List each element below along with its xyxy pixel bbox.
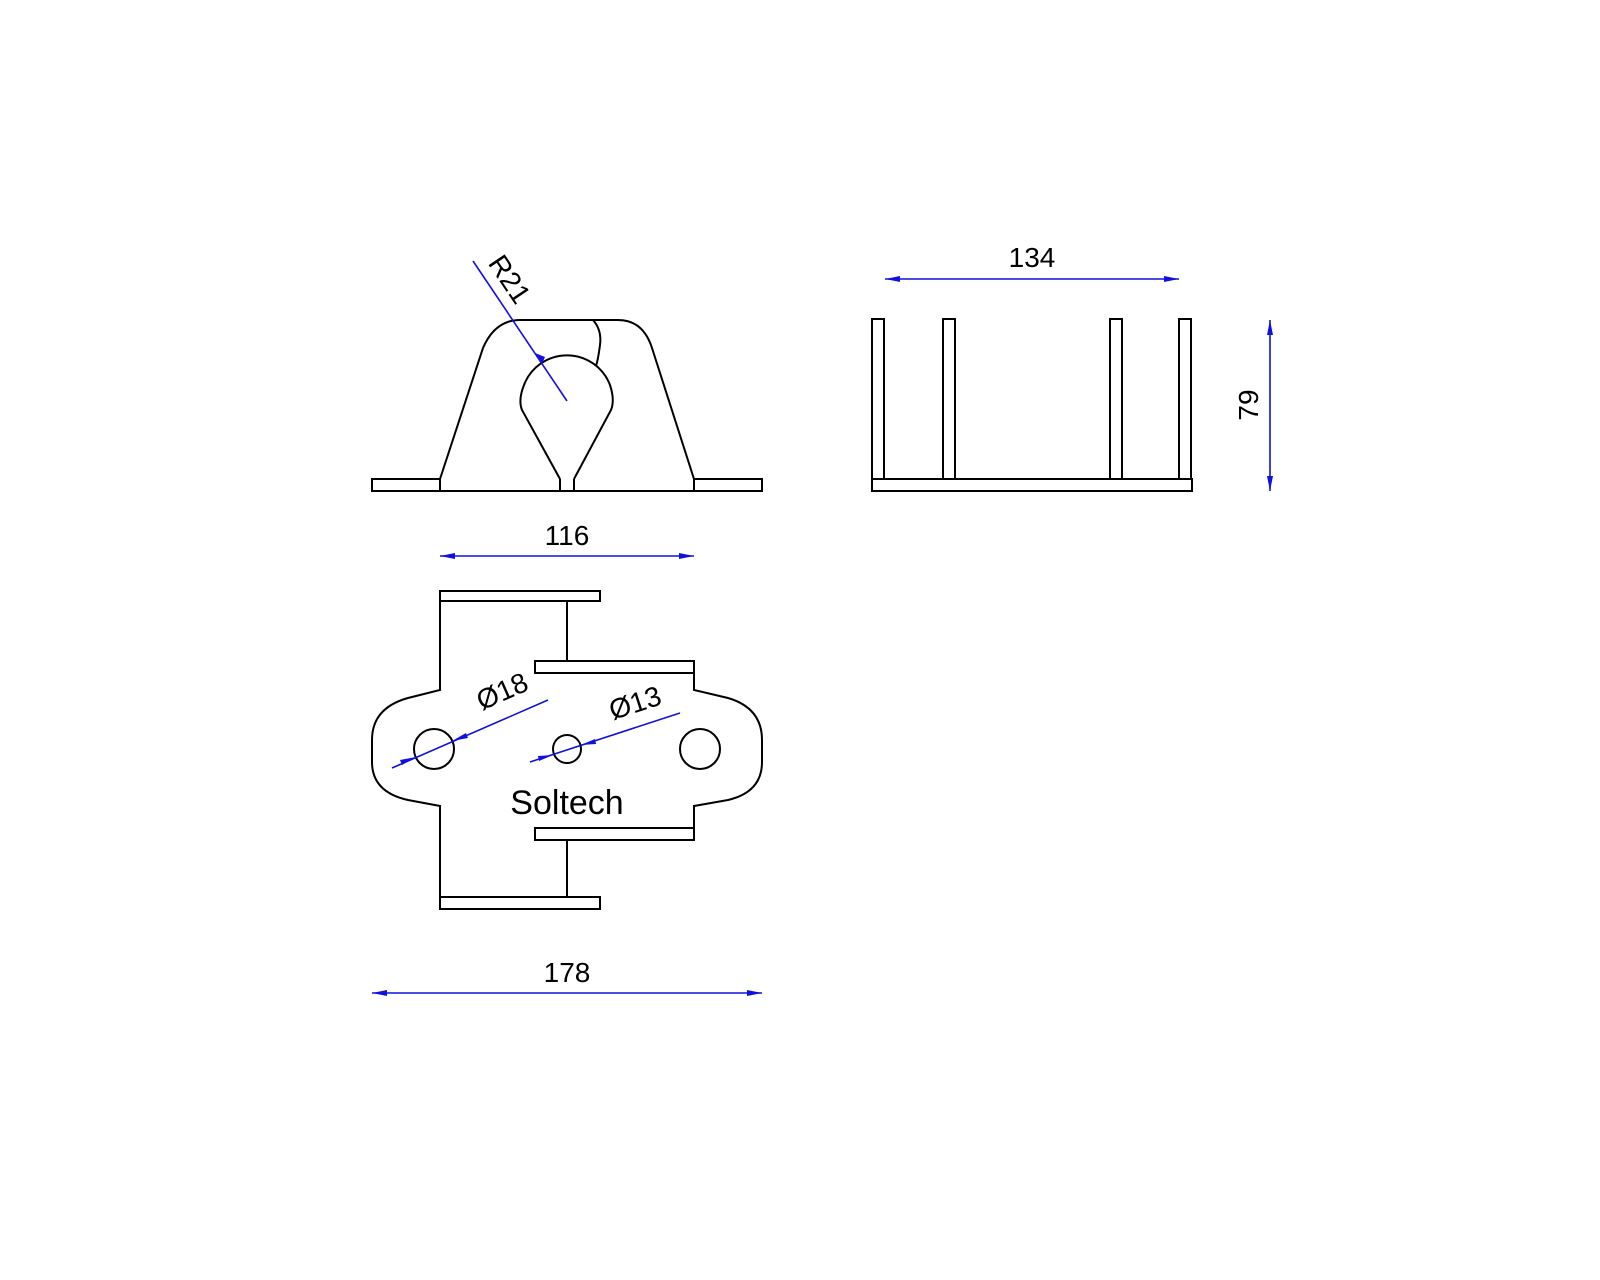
top-flange bbox=[439, 590, 601, 602]
dimension-arrow bbox=[581, 739, 596, 745]
top-inner-flange bbox=[534, 660, 695, 674]
front-view-outline bbox=[371, 319, 763, 492]
height-79-label: 79 bbox=[1233, 389, 1264, 420]
bottom-inner-flange bbox=[534, 827, 695, 841]
dimension-arrow bbox=[452, 733, 468, 741]
dimension-arrow bbox=[1164, 276, 1179, 282]
dimension-arrow bbox=[679, 553, 694, 559]
front-view: R21 116 bbox=[371, 249, 763, 559]
dimension-arrow bbox=[747, 990, 762, 996]
dimension-arrow bbox=[440, 553, 455, 559]
width-134-label: 134 bbox=[1009, 242, 1056, 273]
side-view-base bbox=[871, 478, 1193, 492]
side-view-fin bbox=[871, 318, 885, 480]
hole-large-right bbox=[679, 728, 721, 770]
top-view: Ø18 Ø13 Soltech 178 bbox=[371, 590, 763, 996]
front-view-teardrop bbox=[519, 354, 614, 491]
side-view: 134 79 bbox=[871, 242, 1273, 492]
hole-18-label: Ø18 bbox=[472, 666, 533, 716]
hole-large-left bbox=[413, 728, 455, 770]
width-178-label: 178 bbox=[544, 957, 591, 988]
dimension-arrow bbox=[400, 757, 416, 765]
side-view-fin bbox=[942, 318, 956, 480]
dimension-arrow bbox=[1267, 476, 1273, 491]
hole-13-dimension-line bbox=[529, 712, 681, 763]
hole-small-center bbox=[552, 734, 582, 764]
hole-13-label: Ø13 bbox=[605, 680, 665, 726]
dimension-arrow bbox=[372, 990, 387, 996]
hole-18-dimension-line bbox=[391, 699, 549, 769]
radius-arrow bbox=[535, 353, 545, 364]
front-view-inner-curve bbox=[592, 319, 602, 367]
dimension-arrow bbox=[885, 276, 900, 282]
brand-label: Soltech bbox=[510, 784, 623, 822]
radius-label: R21 bbox=[482, 249, 536, 309]
side-view-fin bbox=[1109, 318, 1123, 480]
radius-dimension-line bbox=[472, 260, 568, 402]
dimension-arrow bbox=[538, 755, 553, 761]
bottom-flange bbox=[439, 896, 601, 910]
side-view-fin bbox=[1178, 318, 1192, 480]
dimension-arrow bbox=[1267, 320, 1273, 335]
width-116-label: 116 bbox=[545, 520, 590, 551]
top-view-outline bbox=[371, 601, 763, 897]
